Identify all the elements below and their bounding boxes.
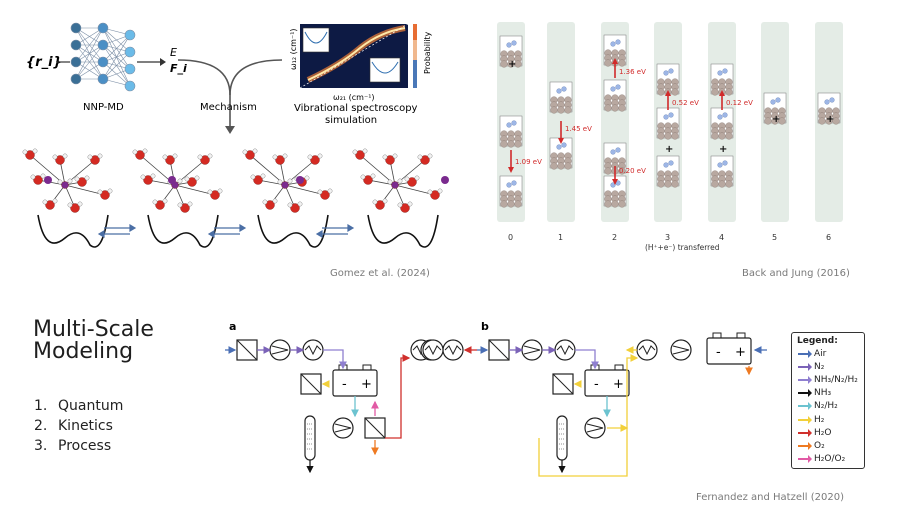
legend-label: H₂ bbox=[814, 415, 824, 425]
legend-swatch bbox=[798, 353, 810, 355]
legend-label: N₂/H₂ bbox=[814, 401, 838, 411]
spectro-label-1: Vibrational spectroscopy bbox=[294, 103, 418, 114]
x-tick-label: 1 bbox=[558, 233, 563, 242]
equilibrium-arrows bbox=[99, 225, 353, 237]
output-energy: E bbox=[170, 46, 177, 59]
legend-item: H₂ bbox=[792, 413, 864, 426]
legend-item: N₂ bbox=[792, 360, 864, 373]
legend-swatch bbox=[798, 366, 810, 368]
panel-a-label: a bbox=[229, 320, 236, 333]
legend-swatch bbox=[798, 419, 810, 421]
slide-title: Multi-Scale Modeling bbox=[33, 319, 154, 363]
surface-x-label: (H⁺+e⁻) transferred bbox=[645, 243, 720, 252]
scale-list: 1.Quantum 2.Kinetics 3.Process bbox=[34, 396, 123, 456]
legend-swatch bbox=[798, 379, 810, 381]
svg-text:+: + bbox=[613, 377, 624, 392]
spectrum-plot bbox=[300, 24, 417, 88]
energy-label: 0.20 eV bbox=[619, 167, 646, 175]
energy-label: 1.45 eV bbox=[565, 125, 592, 133]
legend-title: Legend: bbox=[797, 336, 864, 346]
svg-text:+: + bbox=[826, 114, 834, 125]
spectrum-y-axis: ω₁₂ (cm⁻¹) bbox=[289, 28, 298, 70]
citation-fernandez-hatzell: Fernandez and Hatzell (2020) bbox=[696, 492, 844, 503]
neural-network-icon bbox=[71, 23, 135, 91]
molecule-snapshot bbox=[133, 149, 222, 247]
colorbar-label: Probability bbox=[423, 31, 432, 74]
process-diagram: a b -+ -+-+ bbox=[225, 318, 785, 478]
panel-b-label: b bbox=[481, 320, 489, 333]
legend-label: H₂O bbox=[814, 428, 831, 438]
nnp-md-figure: {r_i} E F_i NNP-MD Mechanism ω₁₂ (cm⁻¹) … bbox=[20, 10, 450, 255]
legend-swatch bbox=[798, 392, 810, 394]
molecular-snapshots bbox=[23, 149, 449, 247]
legend-item: O₂ bbox=[792, 439, 864, 452]
x-tick-label: 2 bbox=[612, 233, 617, 242]
legend-item: H₂O bbox=[792, 426, 864, 439]
energy-label: 1.36 eV bbox=[619, 68, 646, 76]
x-tick-label: 4 bbox=[719, 233, 724, 242]
title-line-2: Modeling bbox=[33, 341, 154, 363]
spectrum-x-axis: ω₂₁ (cm⁻¹) bbox=[333, 93, 375, 102]
spectro-label-2: simulation bbox=[325, 115, 377, 126]
x-tick-label: 5 bbox=[772, 233, 777, 242]
legend-swatch bbox=[798, 445, 810, 447]
energy-label: 1.09 eV bbox=[515, 158, 542, 166]
mechanism-label: Mechanism bbox=[200, 102, 257, 113]
legend-swatch bbox=[798, 458, 810, 460]
svg-text:+: + bbox=[508, 59, 516, 70]
legend-label: O₂ bbox=[814, 441, 825, 451]
legend-swatch bbox=[798, 405, 810, 407]
legend-label: NH₃ bbox=[814, 388, 831, 398]
list-item: 2.Kinetics bbox=[34, 416, 123, 436]
svg-text:+: + bbox=[361, 377, 372, 392]
nnp-md-label: NNP-MD bbox=[83, 102, 124, 113]
x-tick-label: 6 bbox=[826, 233, 831, 242]
list-item: 1.Quantum bbox=[34, 396, 123, 416]
legend-label: Air bbox=[814, 349, 826, 359]
legend-item: N₂/H₂ bbox=[792, 400, 864, 413]
legend-swatch bbox=[798, 432, 810, 434]
legend-item: NH₃/N₂/H₂ bbox=[792, 373, 864, 386]
list-item: 3.Process bbox=[34, 436, 123, 456]
energy-label: 0.52 eV bbox=[672, 99, 699, 107]
svg-text:+: + bbox=[719, 144, 727, 155]
svg-text:+: + bbox=[665, 144, 673, 155]
molecule-snapshot bbox=[353, 149, 449, 247]
molecule-snapshot bbox=[23, 149, 112, 247]
svg-text:-: - bbox=[716, 345, 721, 360]
citation-gomez: Gomez et al. (2024) bbox=[330, 268, 430, 279]
x-tick-label: 0 bbox=[508, 233, 513, 242]
legend-item: NH₃ bbox=[792, 387, 864, 400]
energy-label: 0.12 eV bbox=[726, 99, 753, 107]
svg-text:+: + bbox=[735, 345, 746, 360]
svg-text:-: - bbox=[342, 377, 347, 392]
x-tick-label: 3 bbox=[665, 233, 670, 242]
surface-mechanism-figure: + + + + + 1.09 eV 1.45 eV 1.36 eV 0.20 eV 0.… bbox=[495, 18, 870, 258]
legend-label: NH₃/N₂/H₂ bbox=[814, 375, 858, 385]
legend-item: H₂O/O₂ bbox=[792, 453, 864, 466]
legend-label: N₂ bbox=[814, 362, 824, 372]
svg-text:-: - bbox=[594, 377, 599, 392]
output-force: F_i bbox=[170, 62, 187, 75]
citation-back-jung: Back and Jung (2016) bbox=[742, 268, 850, 279]
svg-text:+: + bbox=[772, 114, 780, 125]
title-line-1: Multi-Scale bbox=[33, 319, 154, 341]
legend-item: Air bbox=[792, 347, 864, 360]
legend-label: H₂O/O₂ bbox=[814, 454, 845, 464]
